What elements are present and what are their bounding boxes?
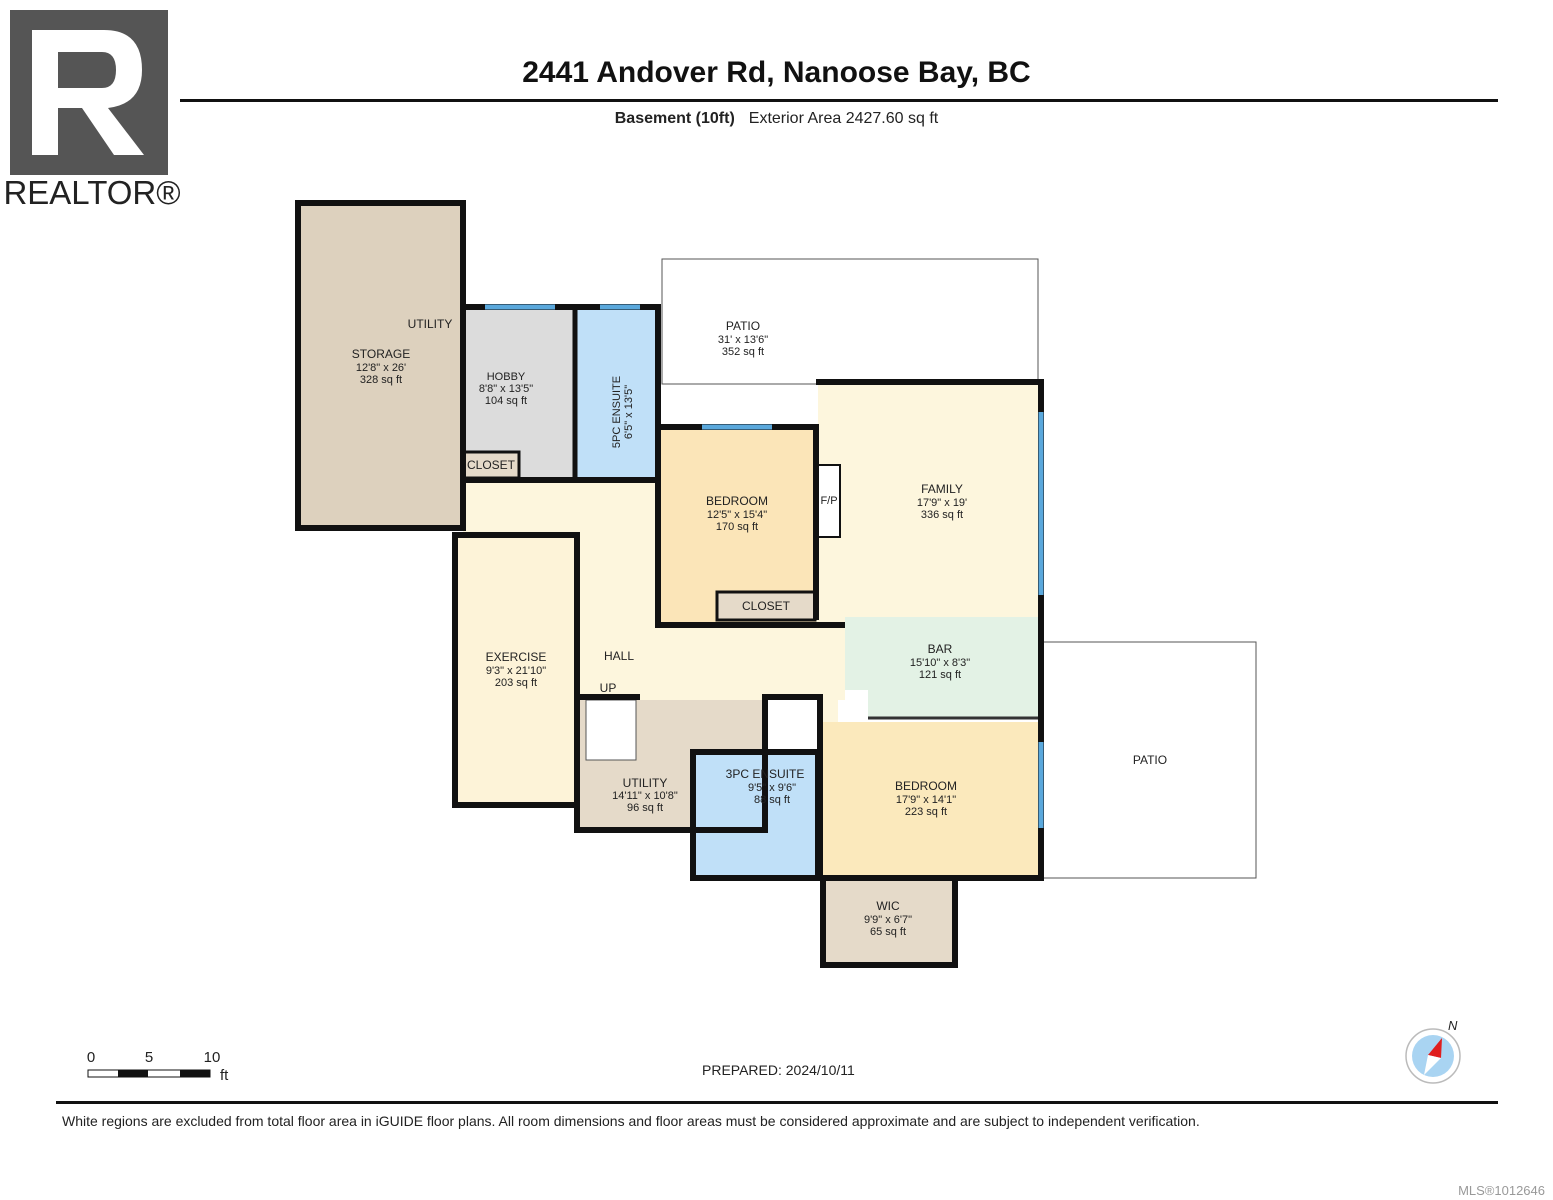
bar-name: BAR [928, 642, 953, 656]
family-area: 336 sq ft [921, 509, 963, 521]
wic-area: 65 sq ft [870, 926, 906, 938]
storage-dims: 12'8" x 26' [356, 362, 406, 374]
patio-top-name: PATIO [726, 319, 760, 333]
scale-tick-10: 10 [204, 1049, 221, 1066]
storage-name: STORAGE [352, 347, 410, 361]
ensuite3-dims: 9'5" x 9'6" [748, 782, 796, 794]
closet-bedroom-label: CLOSET [742, 599, 791, 613]
hobby-dims: 8'8" x 13'5" [479, 383, 533, 395]
family-room [818, 385, 1038, 617]
family-name: FAMILY [921, 482, 963, 496]
exterior-area: Exterior Area 2427.60 sq ft [748, 110, 939, 127]
exercise-dims: 9'3" x 21'10" [486, 665, 546, 677]
hobby-name: HOBBY [487, 371, 526, 383]
up-label: UP [600, 681, 617, 695]
compass-north-label: N [1448, 1018, 1458, 1033]
closet-hobby-label: CLOSET [467, 458, 516, 472]
fp-label: F/P [820, 495, 837, 507]
bedroom1-name: BEDROOM [706, 494, 768, 508]
patio-top-dims: 31' x 13'6" [718, 334, 768, 346]
patio-top-area: 352 sq ft [722, 346, 764, 358]
bedroom2-name: BEDROOM [895, 779, 957, 793]
bar-dims: 15'10" x 8'3" [910, 657, 970, 669]
compass-icon: N [1405, 1018, 1461, 1084]
mls-number: MLS®1012646 [1458, 1183, 1545, 1198]
patio-right [1040, 641, 1257, 879]
bedroom1-area: 170 sq ft [716, 521, 758, 533]
patio-right-label: PATIO [1133, 753, 1167, 767]
wic-name: WIC [876, 899, 900, 913]
wic-room [825, 878, 953, 964]
utility-top-label: UTILITY [408, 317, 453, 331]
ensuite5-name: 5PC ENSUITE [611, 376, 623, 448]
utility-dims: 14'11" x 10'8" [612, 790, 678, 802]
stairs [585, 699, 637, 761]
utility-area: 96 sq ft [627, 802, 663, 814]
ensuite3-room [695, 754, 818, 876]
storage-area: 328 sq ft [360, 374, 402, 386]
storage-room [301, 206, 463, 528]
floor-subtitle: Basement (10ft) Exterior Area 2427.60 sq … [0, 110, 1553, 128]
bedroom2-area: 223 sq ft [905, 806, 947, 818]
ensuite5-room [575, 310, 658, 480]
prepared-date: PREPARED: 2024/10/11 [702, 1062, 855, 1078]
level-label: Basement (10ft) [614, 110, 735, 127]
footer-divider [56, 1101, 1498, 1104]
ensuite3-area: 88 sq ft [754, 794, 790, 806]
ensuite5-dims: 6'5" x 13'5" [623, 385, 635, 439]
disclaimer: White regions are excluded from total fl… [62, 1113, 1200, 1129]
realtor-logo: REALTOR® [3, 8, 181, 211]
title-divider [180, 99, 1498, 102]
exercise-name: EXERCISE [486, 650, 547, 664]
hobby-area: 104 sq ft [485, 395, 527, 407]
closet-hobby [461, 450, 521, 480]
hall-label: HALL [604, 649, 634, 663]
utility-name: UTILITY [623, 776, 668, 790]
page-title: 2441 Andover Rd, Nanoose Bay, BC [522, 56, 1031, 89]
family-dims: 17'9" x 19' [917, 497, 967, 509]
scale-bar: 0 5 10 ft [87, 1049, 229, 1084]
bedroom2-dims: 17'9" x 14'1" [896, 794, 956, 806]
bar-room [845, 617, 1038, 690]
bedroom2-room [820, 722, 1038, 876]
bar-area: 121 sq ft [919, 669, 961, 681]
exercise-room [458, 537, 576, 804]
scale-unit: ft [220, 1067, 229, 1084]
exercise-area: 203 sq ft [495, 677, 537, 689]
fireplace [817, 464, 841, 538]
scale-tick-0: 0 [87, 1049, 95, 1066]
wic-dims: 9'9" x 6'7" [864, 914, 912, 926]
bedroom1-dims: 12'5" x 15'4" [707, 509, 767, 521]
logo-text: REALTOR® [4, 174, 180, 208]
scale-tick-5: 5 [145, 1049, 153, 1066]
patio-top [661, 258, 1039, 385]
ensuite3-name: 3PC ENSUITE [726, 767, 805, 781]
